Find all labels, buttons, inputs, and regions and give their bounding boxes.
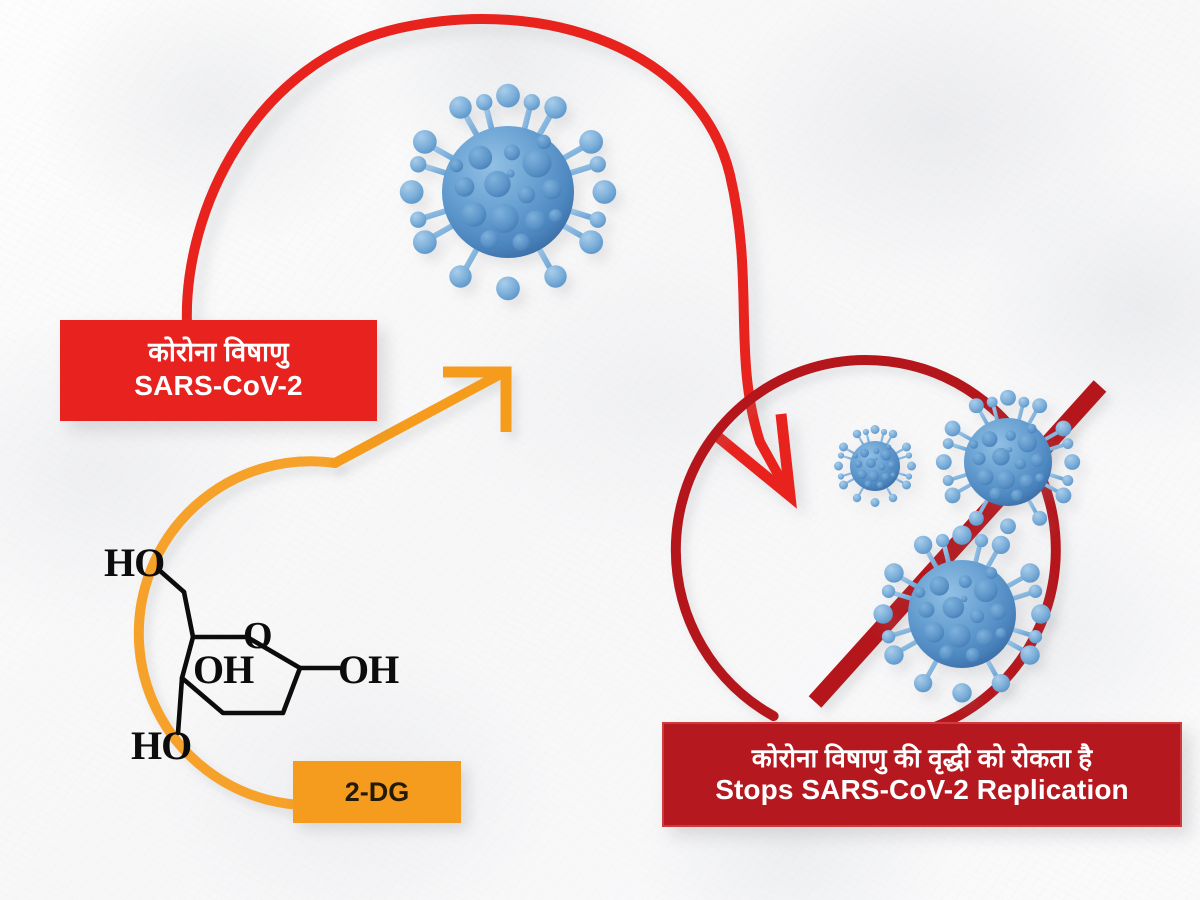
molecule-2dg-skeleton: [156, 567, 342, 736]
orange-arrow: [330, 366, 512, 468]
prohibition-sign: [670, 355, 1107, 745]
prohibition-slash: [808, 380, 1107, 708]
virus-particle-hero: [400, 84, 616, 300]
molecule-label-oh-anomeric: OH: [338, 647, 399, 692]
orange-molecule-circle: [133, 456, 354, 811]
red-arc-arrow: [181, 13, 797, 509]
drug-name-label: 2-DG: [344, 776, 410, 807]
molecule-label-oh-c3: OH: [193, 647, 254, 692]
virus-particle-medium: [933, 387, 1083, 537]
stops-banner-line-hindi: कोरोना विषाणु की वृद्धी को रोकता है: [751, 742, 1093, 773]
molecule-label-ho-c4: HO: [131, 723, 192, 768]
virus-label-banner: कोरोना विषाणु SARS-CoV-2: [60, 320, 377, 421]
drug-name-badge: 2-DG: [293, 761, 461, 823]
stops-replication-banner: कोरोना विषाणु की वृद्धी को रोकता है Stop…: [662, 722, 1182, 827]
virus-banner-line-hindi: कोरोना विषाणु: [148, 336, 289, 367]
virus-banner-line-english: SARS-CoV-2: [134, 369, 303, 401]
virus-particle-small: [832, 423, 918, 509]
molecule-label-ho-top: HO: [104, 540, 165, 585]
molecule-label-ring-oxygen: O: [243, 615, 273, 657]
virus-particle-large: [873, 525, 1050, 702]
stops-banner-line-english: Stops SARS-CoV-2 Replication: [715, 773, 1129, 805]
